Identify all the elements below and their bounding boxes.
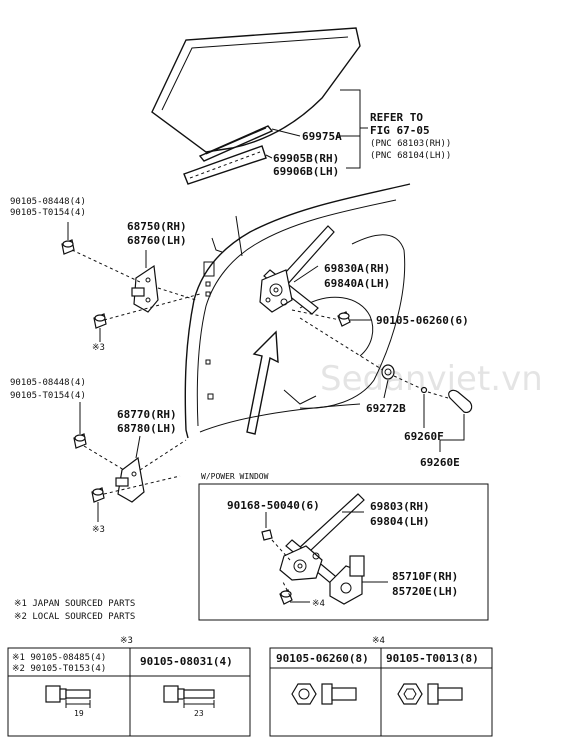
flange-bolt-alt-icon [397,683,463,705]
weatherstrip-seal [183,145,267,185]
upper-hinge [131,264,159,313]
glass-run-strip [198,125,274,162]
table3-title: ※3 [120,636,133,646]
power-motor-rh: 85710F(RH) [392,570,458,583]
upper-hinge-bolt-bottom [93,313,107,329]
power-reg-lh: 69804(LH) [370,515,430,528]
seal-lh-label: 69906B(LH) [273,165,339,178]
upper-hinge-rh: 68750(RH) [127,220,187,233]
window-regulator [259,225,335,315]
seal-rh-label: 69905B(RH) [273,152,339,165]
handle-f-label: 69260F [404,430,444,443]
bolt-23mm-icon [163,685,215,708]
lower-hinge [115,456,145,503]
flange-bolt-icon [291,683,357,705]
power-window-motor [329,555,365,605]
watermark: Sedanviet.vn [320,359,543,399]
upper-bolt-ref: ※3 [92,343,105,353]
door-body [184,183,411,439]
lower-bolt-ref: ※3 [92,525,105,535]
table3 [7,647,251,737]
refer-note-line3: (PNC 68103(RH)) [370,139,451,149]
lower-hinge-lh: 68780(LH) [117,422,177,435]
power-window-nut [261,529,273,541]
power-nut-label: 90168-50040(6) [227,499,320,512]
power-bolt-ref: ※4 [312,599,325,609]
glass-run-label: 69975A [302,130,342,143]
window-crank-handle [420,386,473,413]
regulator-bolt [337,311,351,327]
direction-arrow [246,330,279,435]
refer-note-line1: REFER TO [370,111,423,124]
bolt-23mm-length: 23 [194,709,204,718]
power-reg-rh: 69803(RH) [370,500,430,513]
bolt-19mm-icon [45,685,91,708]
table4 [269,647,493,737]
refer-note-line4: (PNC 68104(LH)) [370,151,451,161]
table4-title: ※4 [372,636,385,646]
power-motor-lh: 85720E(LH) [392,585,458,598]
handle-e-label: 69260E [420,456,460,469]
upper-bolt-l: 90105-T0154(4) [10,208,86,218]
power-window-title: W/POWER WINDOW [201,472,269,481]
table4-c1: 90105-06260(8) [276,652,369,665]
bolt-19mm-length: 19 [74,709,84,718]
grommet-label: 69272B [366,402,406,415]
lower-bolt-j: 90105-08448(4) [10,378,86,388]
grommet [381,364,395,380]
upper-bolt-j: 90105-08448(4) [10,197,86,207]
table3-c1a: ※1 90105-08485(4) [12,653,106,663]
table3-c1b: ※2 90105-T0153(4) [12,664,106,674]
legend-japan: ※1 JAPAN SOURCED PARTS [14,599,135,609]
lower-hinge-bolt-top [73,433,87,449]
lower-hinge-rh: 68770(RH) [117,408,177,421]
regulator-lh: 69840A(LH) [324,277,390,290]
regulator-rh: 69830A(RH) [324,262,390,275]
refer-note-line2: FIG 67-05 [370,124,430,137]
lower-bolt-l: 90105-T0154(4) [10,391,86,401]
power-window-box [198,483,489,621]
table4-c2: 90105-T0013(8) [386,652,479,665]
regulator-bolt-label: 90105-06260(6) [376,314,469,327]
upper-hinge-bolt-top [61,239,75,255]
lower-hinge-bolt-bottom [91,487,105,503]
table3-c2: 90105-08031(4) [140,655,233,668]
upper-hinge-lh: 68760(LH) [127,234,187,247]
legend-local: ※2 LOCAL SOURCED PARTS [14,612,135,622]
